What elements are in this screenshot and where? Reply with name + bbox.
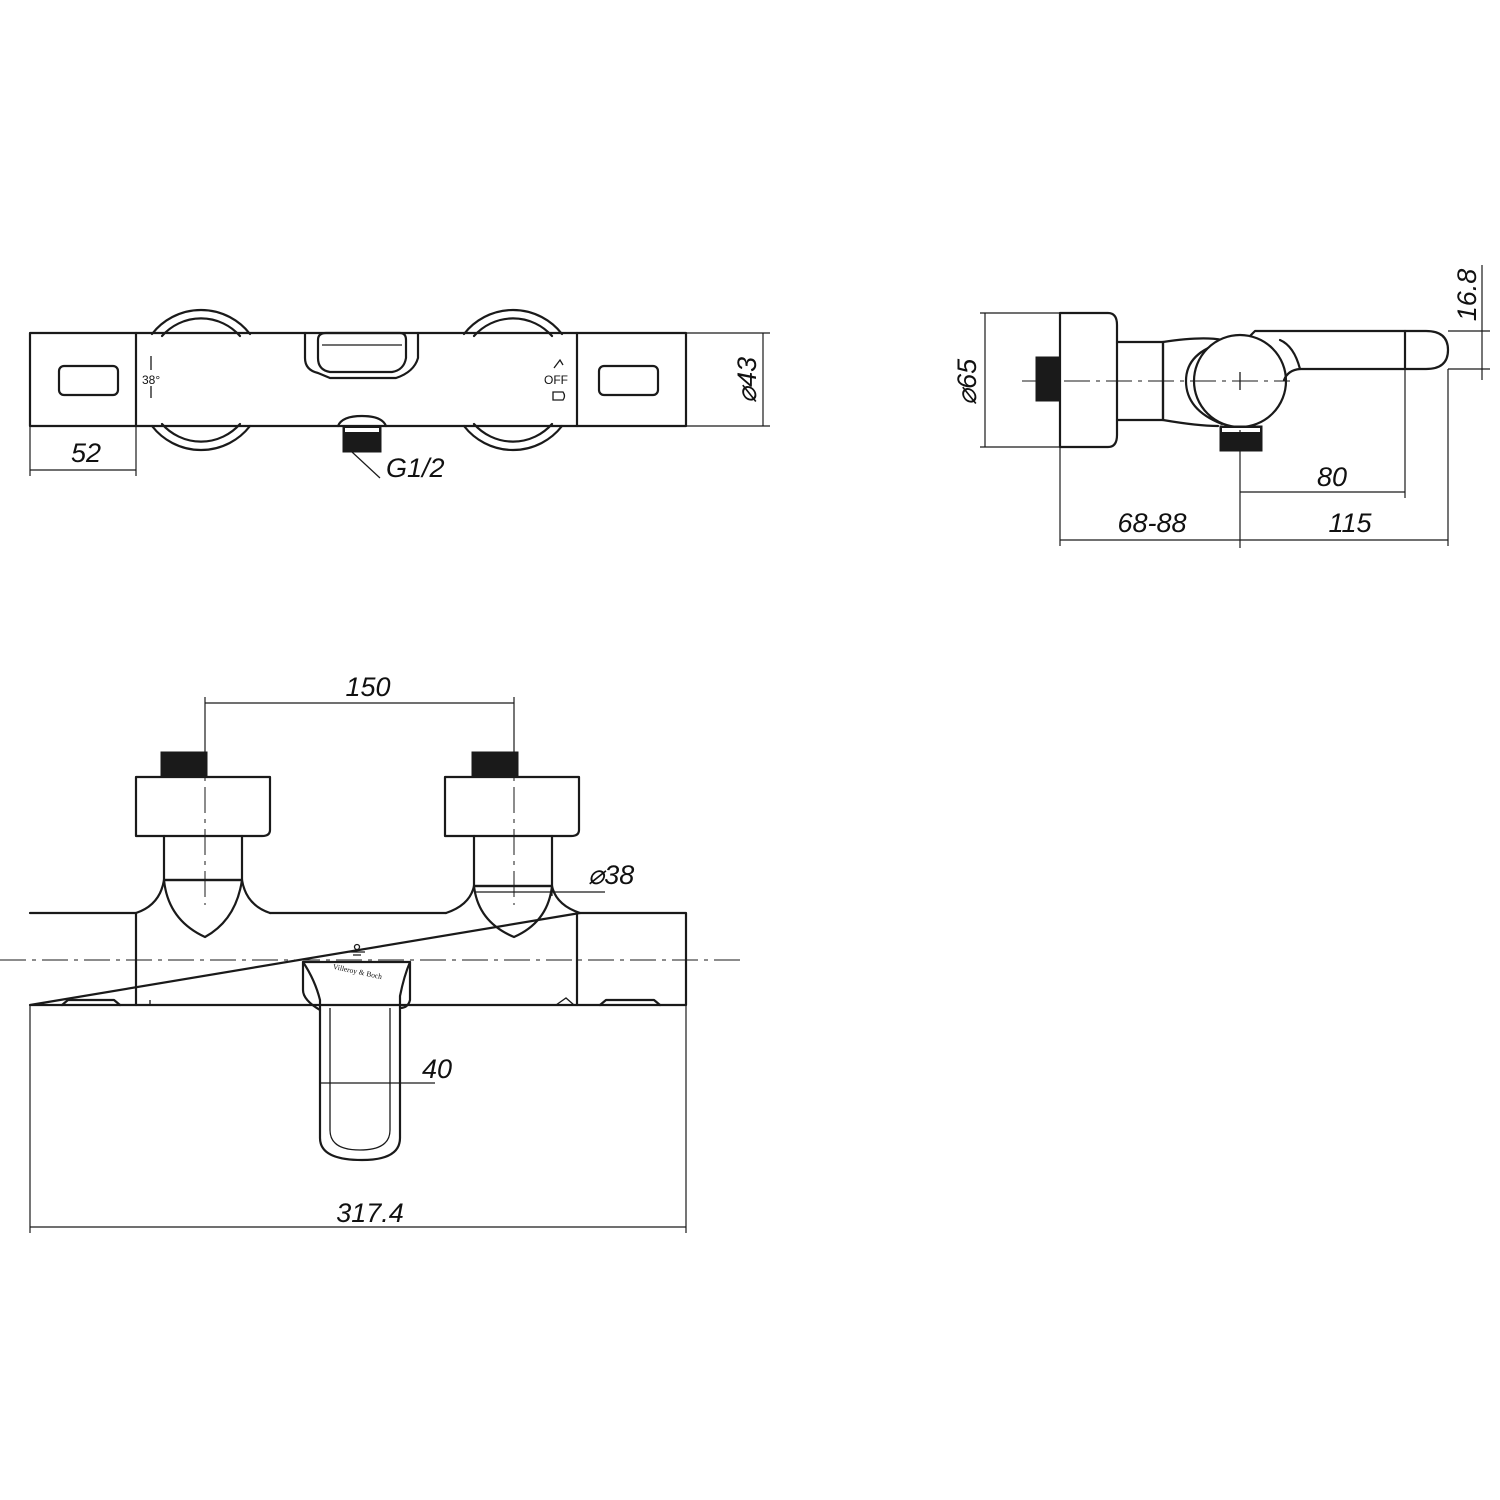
right-inlet-thread-icon [471,751,519,778]
mixer-body-front [28,911,688,1007]
dim-handle-length: 80 [1317,462,1347,492]
side-view-dimensions: ⌀65 16.8 80 68-88 115 [952,265,1490,548]
dim-body-diameter: ⌀43 [732,357,762,403]
dim-handle-offset: 16.8 [1452,269,1482,322]
left-end-window [57,364,120,397]
top-view: 38° OFF [28,308,688,479]
left-inlet-thread-icon [160,751,208,778]
temperature-stop-label: 38° [142,373,160,387]
dim-body-end-width: 52 [71,438,101,468]
dim-connection-diameter: ⌀38 [588,860,634,890]
front-view-dimensions: 150 ⌀38 40 317.4 [29,672,687,1233]
brand-logo: Villeroy & Boch [332,962,383,981]
right-wall-plate [443,775,581,838]
dim-wall-distance: 68-88 [1117,508,1186,538]
spout [301,960,412,1162]
wall-plate [1058,311,1119,449]
inlet-thread-icon [1035,356,1061,402]
mixer-body-top [28,331,688,428]
side-view [1022,311,1450,452]
dim-projection: 115 [1328,508,1372,538]
left-wall-plate [134,775,272,838]
off-label: OFF [544,373,568,387]
right-end-window [597,364,660,397]
dim-wall-plate-diameter: ⌀65 [952,358,982,405]
dim-spout-width: 40 [422,1054,452,1084]
top-view-dimensions: 52 ⌀43 G1/2 [29,332,770,483]
dim-outlet-thread: G1/2 [386,453,445,483]
front-view: Villeroy & Boch [0,745,740,1162]
dim-overall-length: 317.4 [336,1198,404,1228]
dim-inlet-centres: 150 [345,672,390,702]
